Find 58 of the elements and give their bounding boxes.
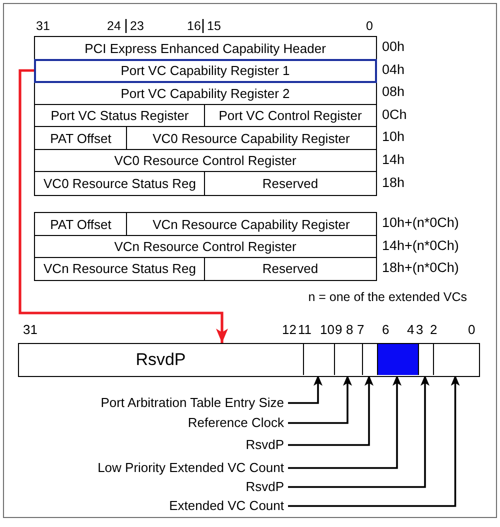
register-field: Port VC Control Register — [204, 104, 376, 128]
offset-label: 18h+(n*0Ch) — [382, 260, 459, 276]
leader-arrow — [288, 375, 402, 469]
field-label: RsvdP — [246, 437, 284, 453]
field-label: Extended VC Count — [169, 498, 284, 514]
bit-number: 15 — [207, 18, 221, 34]
offset-label: 18h — [382, 174, 405, 190]
register-field: VCn Resource Status Reg — [34, 256, 206, 280]
bit-number: 0 — [366, 18, 373, 34]
bit-number: 31 — [23, 322, 38, 338]
offset-label: 10h — [382, 129, 405, 146]
bit-number: 0 — [468, 322, 476, 338]
register-row: VCn Resource Control Register — [34, 234, 376, 258]
register-row: PCI Express Enhanced Capability Header — [34, 36, 376, 60]
bit-number: 3 — [416, 322, 424, 338]
register-field: Reserved — [204, 171, 376, 196]
leader-arrow — [288, 375, 460, 507]
bit-number: 2 — [430, 322, 438, 338]
highlighted-bit-field — [376, 344, 418, 375]
register-field: VC0 Resource Capability Register — [126, 126, 376, 150]
register-field: PAT Offset — [34, 212, 128, 236]
bit-number: 23 — [130, 18, 144, 34]
register-field: Reserved — [204, 256, 376, 280]
field-label: Low Priority Extended VC Count — [98, 460, 284, 476]
bit-number: 16 — [187, 18, 201, 34]
leader-arrow — [288, 375, 374, 446]
field-label: Reference Clock — [188, 415, 284, 431]
offset-label: 14h+(n*0Ch) — [382, 238, 459, 254]
leader-arrow — [288, 375, 352, 424]
field-label: RsvdP — [246, 479, 284, 495]
bit-number: 10 — [320, 322, 334, 338]
register-bit-layout-bar — [18, 343, 480, 377]
register-field: PAT Offset — [34, 126, 128, 150]
offset-label: 10h+(n*0Ch) — [382, 215, 459, 232]
note-text: n = one of the extended VCs — [308, 289, 467, 305]
bit-number: 9 — [335, 322, 342, 338]
pointer-arrow — [18, 69, 228, 343]
bit-number: 6 — [382, 322, 390, 338]
bit-number: 11 — [298, 322, 312, 338]
offset-label: 04h — [382, 62, 405, 78]
leader-arrow — [288, 375, 322, 404]
highlighted-register-row: Port VC Capability Register 1 — [34, 58, 376, 82]
bit-number: 7 — [357, 322, 364, 338]
register-field: VCn Resource Capability Register — [126, 212, 376, 236]
offset-label: 00h — [382, 39, 405, 56]
bit-number: 31 — [36, 18, 50, 34]
leader-arrow — [288, 375, 430, 488]
offset-label: 08h — [382, 84, 405, 100]
bit-number: 8 — [346, 322, 354, 338]
bit-number: 12 — [282, 322, 296, 338]
register-field: VC0 Resource Status Reg — [34, 171, 206, 196]
field-label: Port Arbitration Table Entry Size — [100, 395, 284, 411]
bit-number: 4 — [407, 322, 414, 338]
bit-field: RsvdP — [19, 344, 302, 375]
offset-label: 14h — [382, 152, 405, 168]
register-row: VC0 Resource Control Register — [34, 148, 376, 172]
bit-number: 24 — [107, 18, 121, 34]
offset-label: 0Ch — [382, 106, 407, 123]
